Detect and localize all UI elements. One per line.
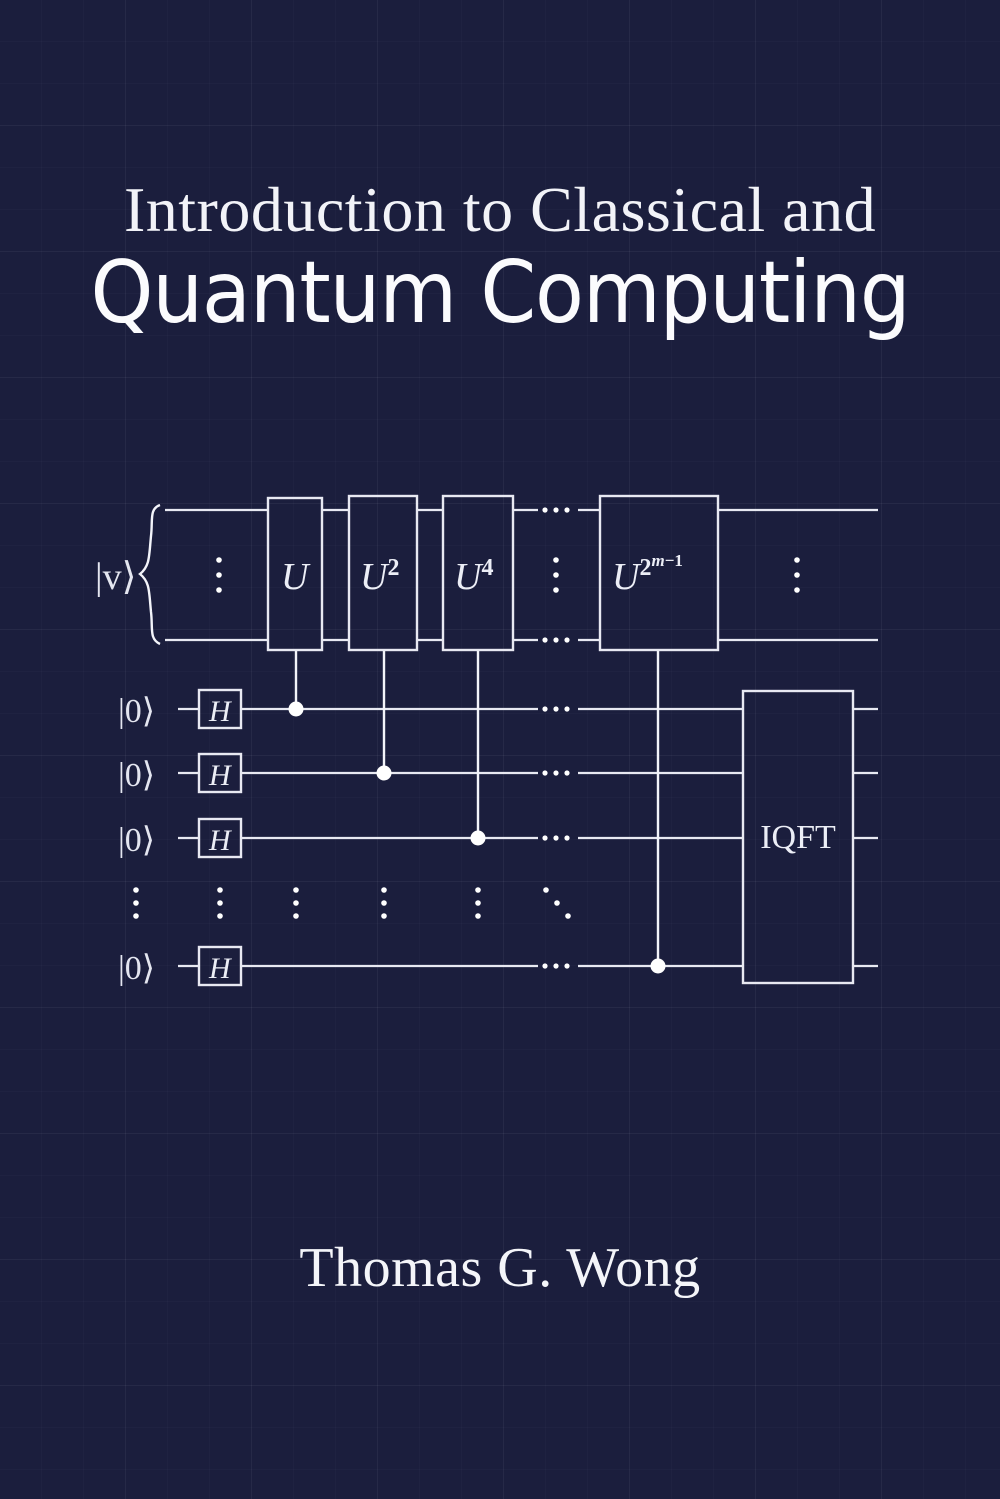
title-block: Introduction to Classical and Quantum Co…: [0, 174, 1000, 343]
gate-box-h-2: [197, 752, 243, 794]
gate-box-u1: [266, 496, 324, 652]
control-dot-3: [470, 830, 486, 846]
gate-label-u2m: U2m−1: [612, 551, 683, 598]
gate-label-h-3: H: [208, 824, 233, 857]
row-vdots-ket: [133, 887, 139, 919]
row-diagonal-dots: [543, 887, 571, 919]
top-register-vdots-left: [216, 557, 222, 593]
gate-label-h-2: H: [208, 759, 233, 792]
qubit-ket-label-4: |0⟩: [118, 950, 155, 987]
gate-box-h-3: [197, 817, 243, 859]
row-vdots-c3: [475, 887, 481, 919]
gate-box-u2: [347, 494, 419, 652]
row-vdots-c1: [293, 887, 299, 919]
qubit-ket-label-1: |0⟩: [118, 693, 155, 730]
gate-label-h-1: H: [208, 695, 233, 728]
gate-label-u2: U2: [360, 555, 399, 598]
top-register-vdots-mid: [553, 557, 559, 593]
top-register-vdots-right: [794, 557, 800, 593]
gate-box-u2m: [598, 494, 720, 652]
gate-box-h-4: [197, 945, 243, 987]
register-brace: [138, 503, 161, 646]
gate-label-h-4: H: [208, 952, 233, 985]
control-dot-2: [376, 765, 392, 781]
top-register-ellipsis-upper: [542, 507, 570, 513]
qubit-wire-1-ellipsis: [542, 706, 570, 712]
top-register-ellipsis-lower: [542, 637, 570, 643]
row-vdots-h: [217, 887, 223, 919]
register-ket-label: |v⟩: [95, 556, 136, 598]
qubit-wire-2-ellipsis: [542, 770, 570, 776]
gate-label-u1: U: [281, 556, 311, 598]
page-title-line-2: Quantum Computing: [90, 243, 911, 343]
gate-box-h-1: [197, 688, 243, 730]
gate-label-iqft: IQFT: [760, 819, 836, 856]
gate-label-u4: U4: [454, 555, 493, 598]
row-vdots-c2: [381, 887, 387, 919]
control-dot-1: [288, 701, 304, 717]
page-title-line-1: Introduction to Classical and: [123, 174, 877, 245]
qubit-ket-label-3: |0⟩: [118, 822, 155, 859]
gate-box-iqft: [741, 689, 855, 985]
qubit-ket-label-2: |0⟩: [118, 757, 155, 794]
qubit-wire-3-ellipsis: [542, 835, 570, 841]
control-dot-4: [650, 958, 666, 974]
author-name: Thomas G. Wong: [299, 1237, 701, 1299]
gate-box-u4: [441, 494, 515, 652]
qubit-wire-4-ellipsis: [542, 963, 570, 969]
